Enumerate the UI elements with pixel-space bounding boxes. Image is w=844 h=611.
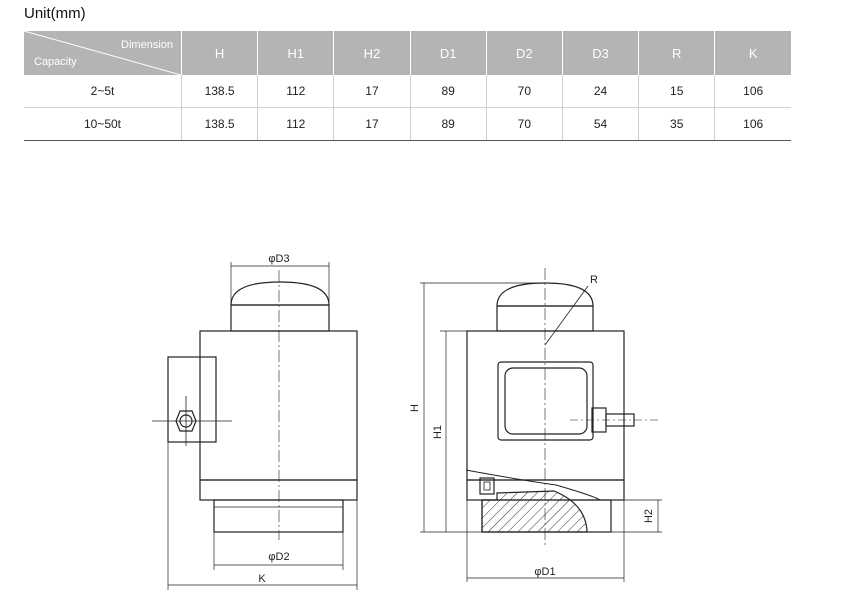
diagonal-divider: [24, 31, 181, 75]
value-cell: 17: [333, 107, 411, 141]
header-h: H: [180, 31, 258, 75]
value-cell: 138.5: [180, 75, 258, 108]
left-base-foot: [213, 499, 344, 533]
value-cell: 15: [638, 75, 715, 108]
unit-label: Unit(mm): [24, 5, 86, 22]
h2-label: H2: [643, 509, 655, 523]
value-cell: 106: [714, 75, 791, 108]
header-k: K: [714, 31, 791, 75]
capacity-cell: 10~50t: [24, 107, 182, 141]
d1-label: φD1: [534, 566, 555, 578]
value-cell: 70: [485, 107, 563, 141]
value-cell: 70: [485, 75, 563, 108]
left-view: [152, 262, 358, 590]
corner-capacity-label: Capacity: [34, 56, 77, 68]
r-leader-line: [544, 285, 589, 346]
header-d2: D2: [485, 31, 563, 75]
table-row: 10~50t 138.5 112 17 89 70 54 35 106: [24, 107, 791, 141]
right-view: [420, 268, 662, 582]
table-header-row: Dimension Capacity H H1 H2 D1 D2 D3 R K: [24, 31, 791, 75]
corner-dimension-label: Dimension: [121, 39, 173, 51]
value-cell: 112: [257, 75, 334, 108]
capacity-cell: 2~5t: [24, 75, 182, 108]
right-break-line: [465, 469, 601, 501]
left-dome: [230, 281, 330, 306]
table-row: 2~5t 138.5 112 17 89 70 24 15 106: [24, 75, 791, 108]
r-label: R: [590, 274, 598, 286]
value-cell: 112: [257, 107, 334, 141]
right-outer-window: [497, 361, 594, 441]
left-body: [199, 330, 358, 481]
value-cell: 89: [409, 107, 487, 141]
value-cell: 138.5: [180, 107, 258, 141]
header-d3: D3: [561, 31, 639, 75]
value-cell: 24: [561, 75, 639, 108]
value-cell: 106: [714, 107, 791, 141]
header-h1: H1: [257, 31, 334, 75]
value-cell: 17: [333, 75, 411, 108]
value-cell: 54: [561, 107, 639, 141]
d2-label: φD2: [268, 551, 289, 563]
right-inner-window: [504, 367, 588, 435]
value-cell: 89: [409, 75, 487, 108]
dimension-table: Dimension Capacity H H1 H2 D1 D2 D3 R K …: [24, 31, 791, 141]
corner-header-cell: Dimension Capacity: [24, 31, 182, 75]
left-connector-block: [167, 356, 217, 443]
value-cell: 35: [638, 107, 715, 141]
h-label: H: [409, 404, 421, 412]
right-hatched-section: [481, 490, 588, 533]
left-base-flange: [199, 479, 358, 501]
header-h2: H2: [333, 31, 411, 75]
d3-label: φD3: [268, 253, 289, 265]
right-body: [466, 330, 625, 481]
right-cutaway-detail: [479, 477, 495, 495]
k-label: K: [258, 573, 266, 585]
left-top-neck: [230, 304, 330, 332]
h1-label: H1: [432, 425, 444, 439]
header-d1: D1: [409, 31, 487, 75]
header-r: R: [638, 31, 715, 75]
